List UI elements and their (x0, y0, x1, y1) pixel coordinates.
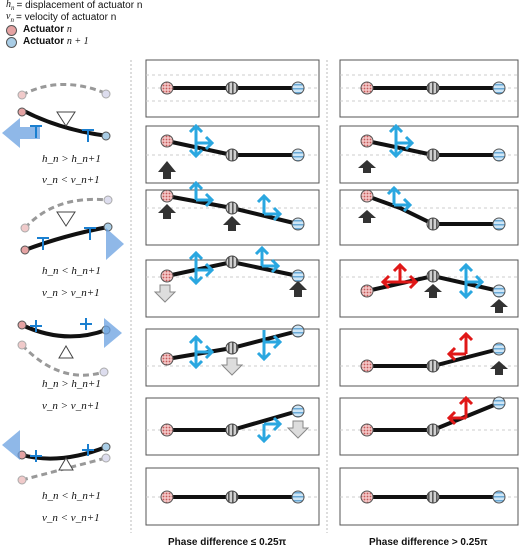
actuator-n1-swatch (6, 36, 17, 48)
actuator-n-sub: n (66, 24, 72, 35)
cond-3-line2: v_n > v_n+1 (42, 400, 100, 412)
legend-v: vn = velocity of actuator n (6, 10, 142, 24)
cond-1-line1: h_n > h_n+1 (42, 153, 101, 165)
cond-4-line1: h_n < h_n+1 (42, 490, 101, 502)
actuator-n1-sub: n + 1 (66, 36, 89, 47)
panel-m6 (145, 397, 320, 456)
actuator-n1-label: Actuator (23, 36, 65, 47)
v-symbol: vn (6, 10, 14, 24)
cond-2-line1: h_n < h_n+1 (42, 265, 101, 277)
legend-h: hn = displacement of actuator n (6, 0, 142, 12)
panel-m4 (145, 259, 320, 318)
cond-2-line2: v_n > v_n+1 (42, 287, 100, 299)
cond-4-line2: v_n < v_n+1 (42, 512, 100, 524)
v-def: = velocity of actuator n (15, 12, 117, 23)
legend: hn = displacement of actuator n vn = vel… (6, 0, 142, 48)
sketch-1 (2, 83, 111, 148)
footer-phase-small: Phase difference ≤ 0.25π (168, 537, 287, 548)
legend-actuator-n1: Actuator n + 1 (6, 36, 142, 48)
sketch-2 (20, 195, 124, 260)
actuator-n-label: Actuator (23, 24, 65, 35)
h-def: = displacement of actuator n (16, 0, 143, 11)
sketch-4 (2, 430, 111, 485)
panel-r5 (339, 328, 519, 387)
left-sketches: h_n > h_n+1 v_n < v_n+1 h_n < h_n+1 v_n … (2, 83, 124, 524)
footer-phase-large: Phase difference > 0.25π (369, 537, 488, 548)
cond-1-line2: v_n < v_n+1 (42, 174, 100, 186)
cond-3-line1: h_n > h_n+1 (42, 378, 101, 390)
legend-actuator-n: Actuator n (6, 24, 142, 36)
middle-content (153, 81, 310, 504)
sketch-3 (17, 318, 122, 377)
h-symbol: hn (6, 0, 15, 12)
right-content (358, 81, 508, 504)
actuator-n-swatch (6, 24, 17, 36)
